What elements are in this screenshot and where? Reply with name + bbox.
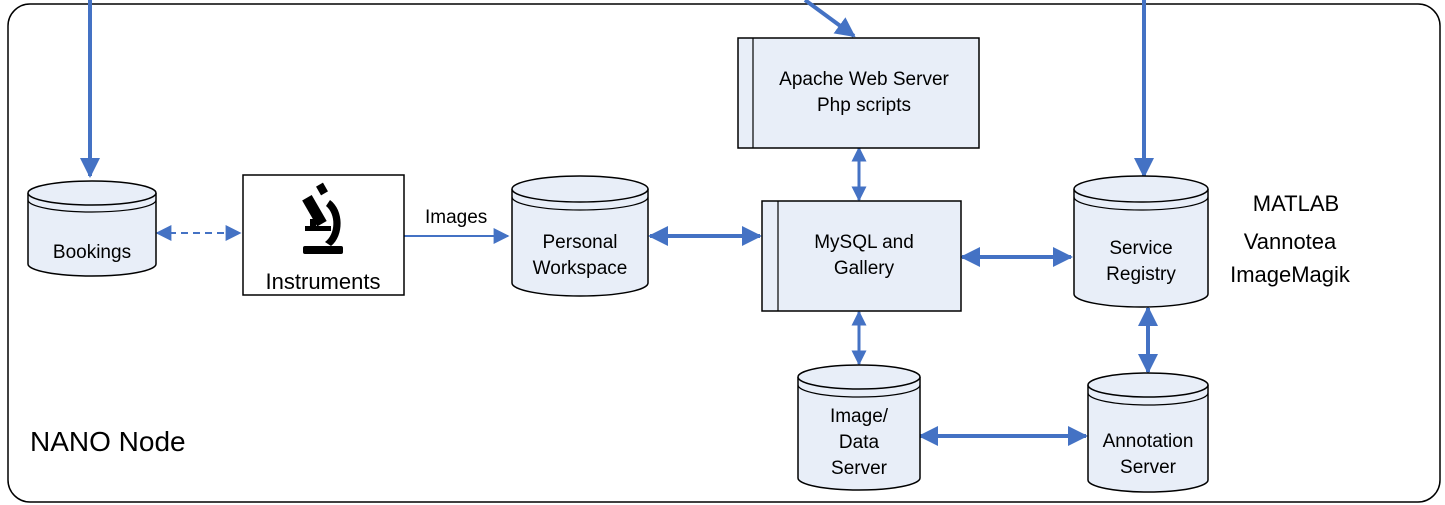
microscope-icon (302, 182, 343, 254)
imageserver-label-line2: Data (839, 432, 880, 453)
imageserver-label-line1: Image/ (830, 406, 889, 427)
workspace-label-line2: Workspace (533, 258, 628, 279)
workspace-label-line1: Personal (543, 232, 618, 253)
arrow-top-to-apache (803, 0, 856, 38)
service-registry-db: Service Registry (1073, 175, 1209, 308)
tools-matlab: MATLAB (1253, 191, 1339, 216)
instruments-box: Instruments (242, 174, 405, 296)
edge-label-images: Images (425, 207, 487, 228)
tools-imagemagik: ImageMagik (1230, 262, 1351, 287)
bookings-db: Bookings (27, 180, 157, 277)
tools-vannotea: Vannotea (1244, 229, 1337, 254)
image-data-server-db: Image/ Data Server (797, 364, 921, 491)
annotation-label-line1: Annotation (1103, 431, 1194, 452)
personal-workspace-db: Personal Workspace (511, 175, 649, 297)
imageserver-label-line3: Server (831, 458, 888, 479)
mysql-gallery-box: MySQL and Gallery (761, 200, 962, 312)
annotation-label-line2: Server (1120, 457, 1177, 478)
apache-label-line2: Php scripts (817, 95, 911, 116)
bookings-label: Bookings (53, 242, 131, 263)
instruments-label: Instruments (266, 269, 381, 294)
apache-label-line1: Apache Web Server (779, 69, 949, 90)
mysql-label-line2: Gallery (834, 258, 895, 279)
apache-server-box: Apache Web Server Php scripts (737, 37, 980, 149)
registry-label-line1: Service (1109, 238, 1172, 259)
annotation-server-db: Annotation Server (1087, 372, 1209, 493)
nano-node-frame (7, 3, 1441, 503)
mysql-label-line1: MySQL and (814, 232, 914, 253)
registry-label-line2: Registry (1106, 264, 1176, 285)
nano-node-label: NANO Node (30, 426, 186, 457)
